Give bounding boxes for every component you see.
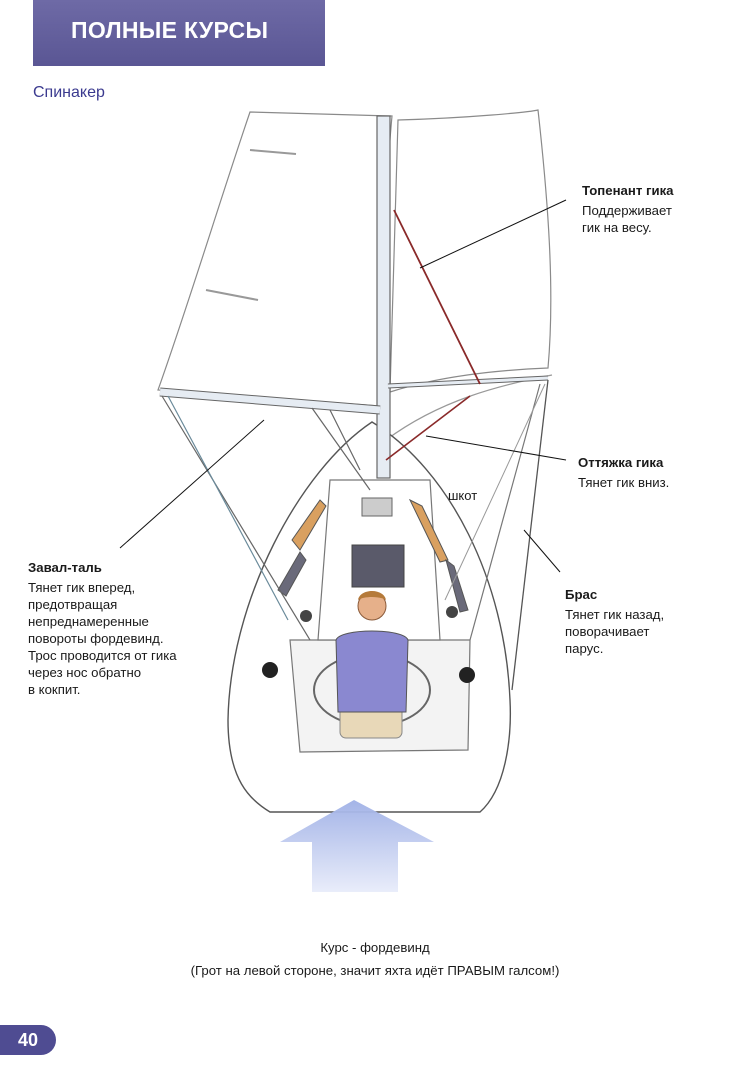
label-brace-title: Брас: [565, 587, 598, 602]
mast: [376, 115, 391, 479]
winch: [459, 667, 475, 683]
leader-brace: [523, 529, 561, 573]
caption-note: (Грот на левой стороне, значит яхта идёт…: [190, 963, 560, 978]
sail-batten: [249, 149, 297, 155]
port-window: [291, 499, 327, 551]
starboard-window: [408, 498, 449, 563]
port-window: [277, 551, 307, 597]
companionway-hatch: [351, 544, 405, 588]
header-band: [33, 0, 325, 66]
label-topping-lift-desc: Поддерживает гик на весу.: [582, 203, 672, 235]
preventer-line: [167, 395, 289, 621]
spinnaker: [389, 109, 552, 393]
boom-strut: [329, 409, 361, 471]
sheet-line: [469, 383, 541, 641]
label-sheet: шкот: [448, 488, 478, 503]
mainsail: [157, 111, 393, 407]
preventer-line: [161, 395, 311, 641]
page-number: 40: [0, 1025, 56, 1055]
label-brace-desc: Тянет гик назад, поворачивает парус.: [565, 607, 665, 656]
boom-strut: [311, 407, 371, 491]
leader-vang: [425, 435, 567, 461]
label-brace: Брас Тянет гик назад, поворачивает парус…: [565, 586, 664, 657]
winch: [446, 606, 458, 618]
caption-course: Курс - фордевинд: [320, 940, 430, 955]
label-vang: Оттяжка гика Тянет гик вниз.: [578, 454, 669, 491]
starboard-window: [445, 558, 469, 613]
label-preventer-desc: Тянет гик вперед, предотвращая непреднам…: [28, 580, 177, 697]
section-subtitle: Спинакер: [33, 84, 105, 101]
winch: [300, 610, 312, 622]
page-title: ПОЛНЫЕ КУРСЫ: [71, 17, 269, 43]
label-topping-lift-title: Топенант гика: [582, 183, 674, 198]
label-topping-lift: Топенант гика Поддерживает гик на весу.: [582, 182, 674, 236]
label-preventer: Завал-таль Тянет гик вперед, предотвраща…: [28, 559, 177, 698]
vang-line: [385, 395, 471, 461]
helmsman-torso: [335, 630, 409, 713]
topping-lift-line: [393, 209, 481, 385]
label-vang-title: Оттяжка гика: [578, 455, 664, 470]
sheet-line: [444, 383, 546, 601]
label-preventer-title: Завал-таль: [28, 560, 102, 575]
leader-preventer: [119, 419, 265, 549]
label-vang-desc: Тянет гик вниз.: [578, 475, 670, 490]
forward-hatch: [361, 497, 393, 517]
winch: [262, 662, 278, 678]
brace-line: [511, 379, 549, 691]
sail-batten: [205, 289, 259, 301]
wind-arrow: [280, 800, 434, 892]
leader-topping-lift: [419, 199, 567, 269]
